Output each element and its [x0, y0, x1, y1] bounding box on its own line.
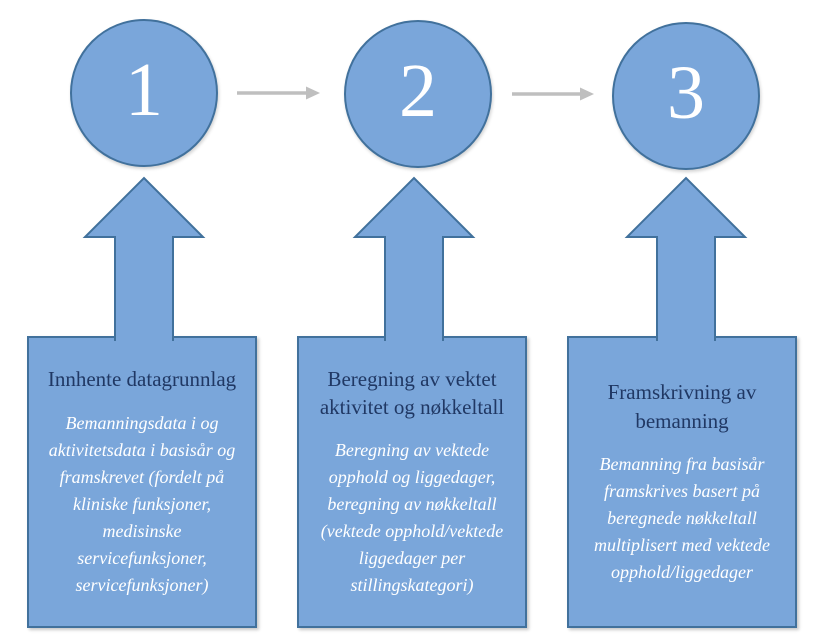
step-title-2: Beregning av vektet aktivitet og nøkkelt…: [319, 366, 505, 419]
step-circle-1: 1: [70, 19, 218, 167]
up-block-arrow-1: [82, 176, 206, 341]
step-number-1: 1: [125, 48, 163, 132]
right-arrow-connector-1-2: [237, 86, 320, 100]
step-box-3: Framskrivning av bemanning Bemanning fra…: [567, 336, 797, 628]
step-number-2: 2: [399, 49, 437, 133]
step-description-2: Beregning av vektede opphold og liggedag…: [320, 440, 504, 596]
step-title-1: Innhente datagrunnlag: [47, 367, 237, 392]
up-block-arrow-3: [624, 176, 748, 341]
step-description-1: Bemanningsdata i og aktivitetsdata i bas…: [48, 412, 236, 595]
step-circle-3: 3: [612, 22, 760, 170]
up-block-arrow-2: [352, 176, 476, 341]
step-box-2: Beregning av vektet aktivitet og nøkkelt…: [297, 336, 527, 628]
step-description-3: Bemanning fra basisår framskrives basert…: [594, 453, 770, 582]
step-circle-2: 2: [344, 20, 492, 168]
right-arrow-connector-2-3: [512, 87, 594, 101]
step-number-3: 3: [667, 51, 705, 135]
step-box-1: Innhente datagrunnlag Bemanningsdata i o…: [27, 336, 257, 628]
step-title-3: Framskrivning av bemanning: [607, 380, 757, 433]
